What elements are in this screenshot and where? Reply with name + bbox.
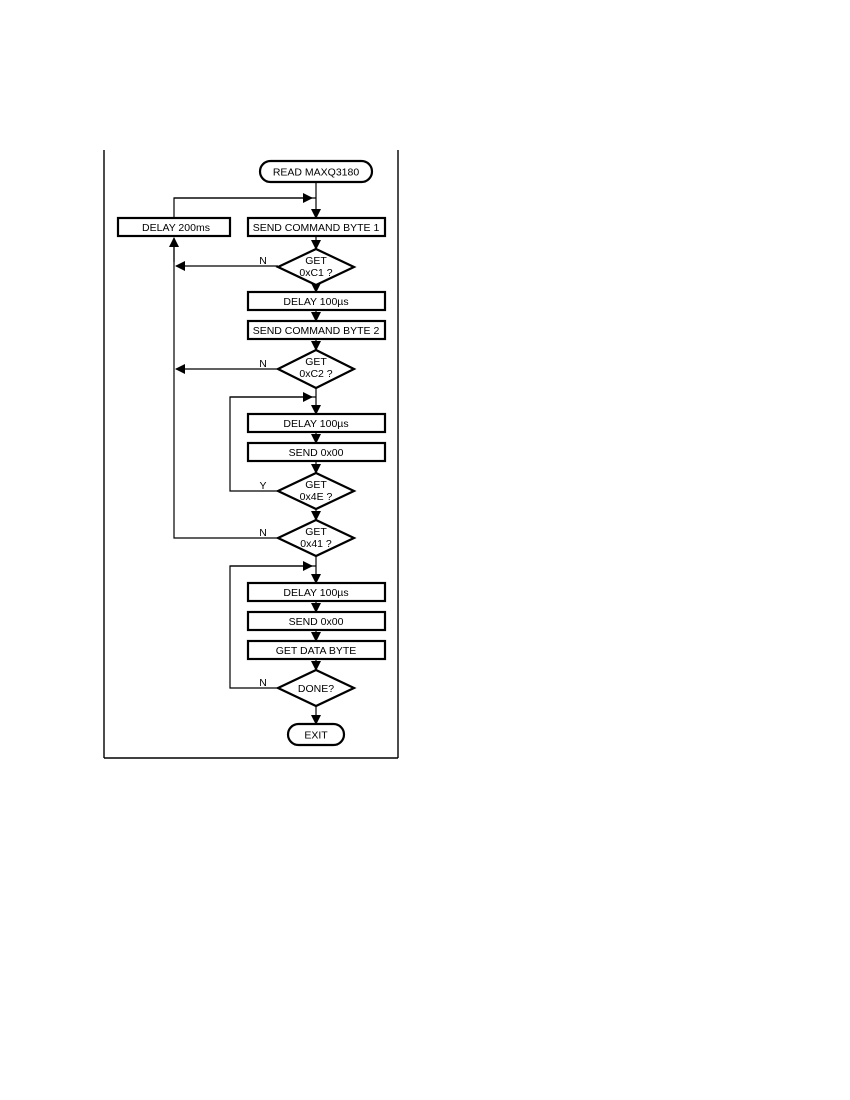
delay-100us-box: DELAY 100µs xyxy=(246,290,387,312)
delay-200ms-label: DELAY 200ms xyxy=(142,222,210,234)
get-0x41-decision: GET 0x41 ? N xyxy=(259,518,357,558)
done-label: DONE? xyxy=(298,683,334,695)
branch-label-n: N xyxy=(259,677,267,689)
get-data-byte-box: GET DATA BYTE xyxy=(246,639,387,661)
send-command-byte-1-label: SEND COMMAND BYTE 1 xyxy=(253,222,380,234)
delay-200ms-box: DELAY 200ms xyxy=(116,216,232,238)
branch-label-n: N xyxy=(259,527,267,539)
send-command-byte-1-box: SEND COMMAND BYTE 1 xyxy=(246,216,387,238)
get-0xc1-line1: GET xyxy=(305,255,327,267)
get-0xc2-decision: GET 0xC2 ? N xyxy=(259,348,357,390)
get-0xc1-line2: 0xC1 ? xyxy=(299,267,332,279)
branch-label-y: Y xyxy=(259,480,266,492)
exit-label: EXIT xyxy=(304,730,328,742)
get-0x4e-decision: GET 0x4E ? Y xyxy=(259,471,357,511)
get-data-byte-label: GET DATA BYTE xyxy=(276,645,357,657)
send-0x00-box: SEND 0x00 xyxy=(246,610,387,632)
get-0x41-line2: 0x41 ? xyxy=(300,538,332,550)
send-0x00-box: SEND 0x00 xyxy=(246,441,387,463)
done-decision: DONE? N xyxy=(259,668,357,708)
delay-100us-box: DELAY 100µs xyxy=(246,581,387,603)
get-0xc2-line2: 0xC2 ? xyxy=(299,368,332,380)
delay-100us-box: DELAY 100µs xyxy=(246,412,387,434)
delay-100us-label: DELAY 100µs xyxy=(283,418,348,430)
delay-100us-label: DELAY 100µs xyxy=(283,296,348,308)
start-terminal: READ MAXQ3180 xyxy=(258,159,374,184)
send-command-byte-2-label: SEND COMMAND BYTE 2 xyxy=(253,325,380,337)
get-0x4e-line2: 0x4E ? xyxy=(300,491,333,503)
send-command-byte-2-box: SEND COMMAND BYTE 2 xyxy=(246,319,387,341)
get-0xc2-line1: GET xyxy=(305,356,327,368)
send-0x00-label: SEND 0x00 xyxy=(289,616,344,628)
delay-100us-label: DELAY 100µs xyxy=(283,587,348,599)
get-0xc1-decision: GET 0xC1 ? N xyxy=(259,247,357,287)
figure-frame xyxy=(103,150,399,759)
connectors xyxy=(169,182,321,725)
send-0x00-label: SEND 0x00 xyxy=(289,447,344,459)
branch-label-n: N xyxy=(259,358,267,370)
start-label: READ MAXQ3180 xyxy=(273,167,360,179)
get-0x41-line1: GET xyxy=(305,526,327,538)
get-0x4e-line1: GET xyxy=(305,479,327,491)
exit-terminal: EXIT xyxy=(286,722,346,747)
branch-label-n: N xyxy=(259,255,267,267)
